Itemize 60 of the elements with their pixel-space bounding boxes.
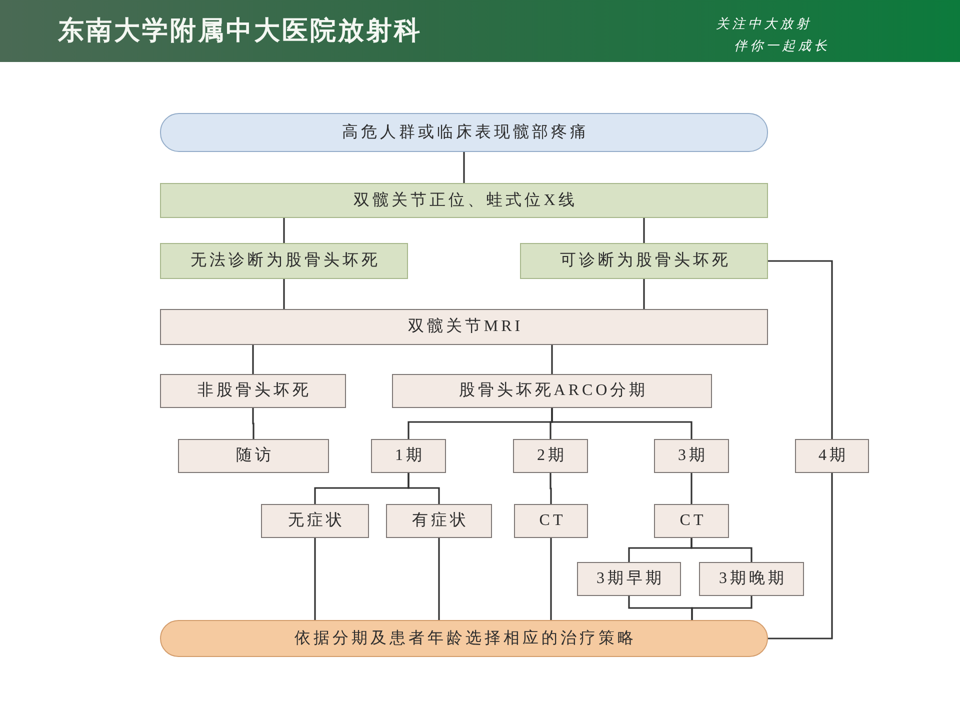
connector-line bbox=[768, 260, 833, 439]
process-box bbox=[654, 439, 729, 473]
box-text: 3期早期 bbox=[596, 569, 664, 589]
process-box bbox=[577, 562, 681, 596]
box-text: 无法诊断为股骨头坏死 bbox=[190, 251, 380, 271]
connector-line bbox=[643, 218, 645, 243]
process-box bbox=[513, 439, 588, 473]
header-title: 东南大学附属中大医院放射科 bbox=[58, 15, 422, 47]
connector-line bbox=[690, 473, 692, 504]
connector-line bbox=[463, 152, 465, 183]
connector-line bbox=[551, 408, 692, 439]
connector-line bbox=[691, 596, 752, 620]
process-box bbox=[386, 504, 492, 538]
box-text: 3期 bbox=[677, 446, 708, 466]
process-box bbox=[160, 309, 768, 345]
slogan-text: 伴你一起成长 bbox=[734, 38, 830, 54]
box-text: 高危人群或临床表现髋部疼痛 bbox=[341, 122, 589, 142]
process-box bbox=[261, 504, 369, 538]
connector-line bbox=[690, 538, 752, 562]
box-text: 1期 bbox=[394, 446, 425, 466]
connector-line bbox=[252, 345, 254, 374]
box-text: 股骨头坏死ARCO分期 bbox=[458, 381, 648, 401]
connector-line bbox=[283, 279, 285, 309]
box-text: 非股骨头坏死 bbox=[196, 381, 312, 401]
box-text: 无症状 bbox=[287, 511, 345, 531]
connector-line bbox=[643, 279, 645, 309]
connector-line bbox=[314, 538, 316, 620]
slogan-text: 关注中大放射 bbox=[716, 16, 812, 32]
process-box bbox=[371, 439, 446, 473]
box-text: 2期 bbox=[536, 446, 567, 466]
box-text: 双髋关节正位、蛙式位X线 bbox=[352, 190, 578, 210]
box-text: 随访 bbox=[235, 446, 274, 466]
connector-line bbox=[768, 473, 833, 640]
box-text: 有症状 bbox=[411, 511, 469, 531]
connector-line bbox=[408, 473, 440, 504]
process-box bbox=[178, 439, 329, 473]
process-box bbox=[392, 374, 712, 408]
connector-line bbox=[283, 218, 285, 243]
process-box bbox=[514, 504, 588, 538]
end-terminal bbox=[160, 620, 768, 657]
process-box bbox=[795, 439, 869, 473]
process-box bbox=[160, 374, 346, 408]
box-text: 双髋关节MRI bbox=[406, 317, 524, 337]
process-box bbox=[160, 243, 408, 279]
connector-line bbox=[550, 538, 552, 620]
box-text: 3期晚期 bbox=[718, 569, 787, 589]
box-text: 依据分期及患者年龄选择相应的治疗策略 bbox=[294, 628, 636, 648]
box-text: CT bbox=[678, 511, 706, 531]
box-text: 4期 bbox=[818, 446, 848, 466]
process-box bbox=[160, 183, 768, 218]
process-box bbox=[520, 243, 768, 279]
connector-line bbox=[438, 538, 440, 620]
connector-line bbox=[252, 408, 254, 439]
process-box bbox=[699, 562, 804, 596]
process-box bbox=[654, 504, 729, 538]
connector-line bbox=[551, 345, 553, 374]
start-terminal bbox=[160, 113, 768, 152]
box-text: CT bbox=[538, 511, 566, 531]
box-text: 可诊断为股骨头坏死 bbox=[559, 251, 731, 271]
connector-line bbox=[550, 473, 552, 504]
